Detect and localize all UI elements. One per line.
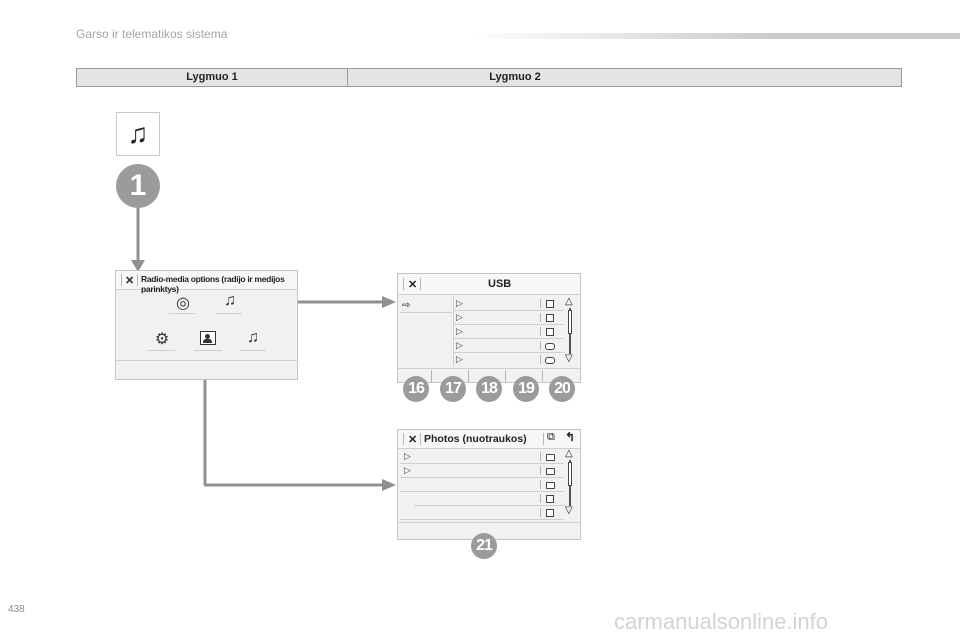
folder-icon[interactable] [546, 468, 555, 475]
callout-badge-20: 20 [549, 376, 575, 402]
scroll-up-icon[interactable]: △ [565, 448, 573, 459]
watermark: carmanualsonline.info [614, 609, 829, 634]
usb-panel: ✕ USB ⇨ ▷ ▷ ▷ ▷ ▷ △ ▽ [397, 273, 581, 383]
source-arrow-icon[interactable]: ⇨ [402, 300, 411, 311]
callout-badge-19: 19 [513, 376, 539, 402]
scroll-up-icon[interactable]: △ [565, 296, 573, 307]
play-icon[interactable]: ▷ [456, 354, 463, 364]
panel-title: Photos (nuotraukos) [424, 433, 527, 445]
section-title: Garso ir telematikos sistema [76, 27, 228, 41]
folder-icon[interactable] [546, 482, 555, 489]
play-icon[interactable]: ▷ [456, 298, 463, 308]
header-divider [470, 33, 960, 39]
photos-panel: ✕ Photos (nuotraukos) ⧉ ↰ ▷ ▷ △ ▽ [397, 429, 581, 540]
play-icon[interactable]: ▷ [404, 451, 411, 461]
play-icon[interactable]: ▷ [456, 340, 463, 350]
option-icon[interactable] [545, 343, 555, 350]
level-header-bar: Lygmuo 1 Lygmuo 2 [76, 68, 902, 87]
close-button[interactable]: ✕ [125, 275, 135, 287]
callout-badge-1: 1 [116, 164, 160, 208]
play-icon[interactable]: ▷ [456, 326, 463, 336]
callout-badge-16: 16 [403, 376, 429, 402]
checkbox-icon[interactable] [546, 509, 554, 517]
back-icon[interactable]: ↰ [565, 430, 576, 444]
radio-media-options-panel: ✕ Radio-media options (radijo ir medijos… [115, 270, 298, 380]
radio-icon[interactable]: ◎ [176, 295, 190, 312]
panel-titlebar [398, 430, 580, 449]
panel-titlebar [398, 274, 580, 295]
scroll-down-icon[interactable]: ▽ [565, 353, 573, 364]
checkbox-icon[interactable] [546, 314, 554, 322]
checkbox-icon[interactable] [546, 328, 554, 336]
play-icon[interactable]: ▷ [404, 465, 411, 475]
scroll-down-icon[interactable]: ▽ [565, 505, 573, 516]
callout-badge-18: 18 [476, 376, 502, 402]
close-button[interactable]: ✕ [408, 434, 418, 446]
option-icon[interactable] [545, 357, 555, 364]
music-icon[interactable]: ♫ [224, 292, 236, 309]
callout-badge-21: 21 [471, 533, 497, 559]
play-icon[interactable]: ▷ [456, 312, 463, 322]
folder-icon[interactable] [546, 454, 555, 461]
page-number: 438 [8, 604, 25, 615]
callout-badge-17: 17 [440, 376, 466, 402]
close-button[interactable]: ✕ [408, 279, 418, 291]
scrollbar-thumb[interactable] [568, 462, 572, 486]
level-1-heading: Lygmuo 1 [77, 69, 348, 86]
checkbox-icon[interactable] [546, 300, 554, 308]
music-settings-icon[interactable]: ♫ [247, 329, 259, 346]
panel-titlebar [116, 271, 297, 290]
scrollbar-thumb[interactable] [568, 310, 572, 334]
radio-settings-icon[interactable]: ⚙ [154, 331, 170, 348]
panel-title: Radio-media options (radijo ir medijos p… [141, 274, 285, 294]
level-2-heading: Lygmuo 2 [489, 71, 541, 83]
checkbox-icon[interactable] [546, 495, 554, 503]
panel-title: USB [488, 278, 512, 290]
photo-icon[interactable] [200, 331, 216, 345]
slideshow-icon[interactable]: ⧉ [547, 431, 555, 443]
music-note-icon[interactable]: ♫ [116, 112, 160, 156]
